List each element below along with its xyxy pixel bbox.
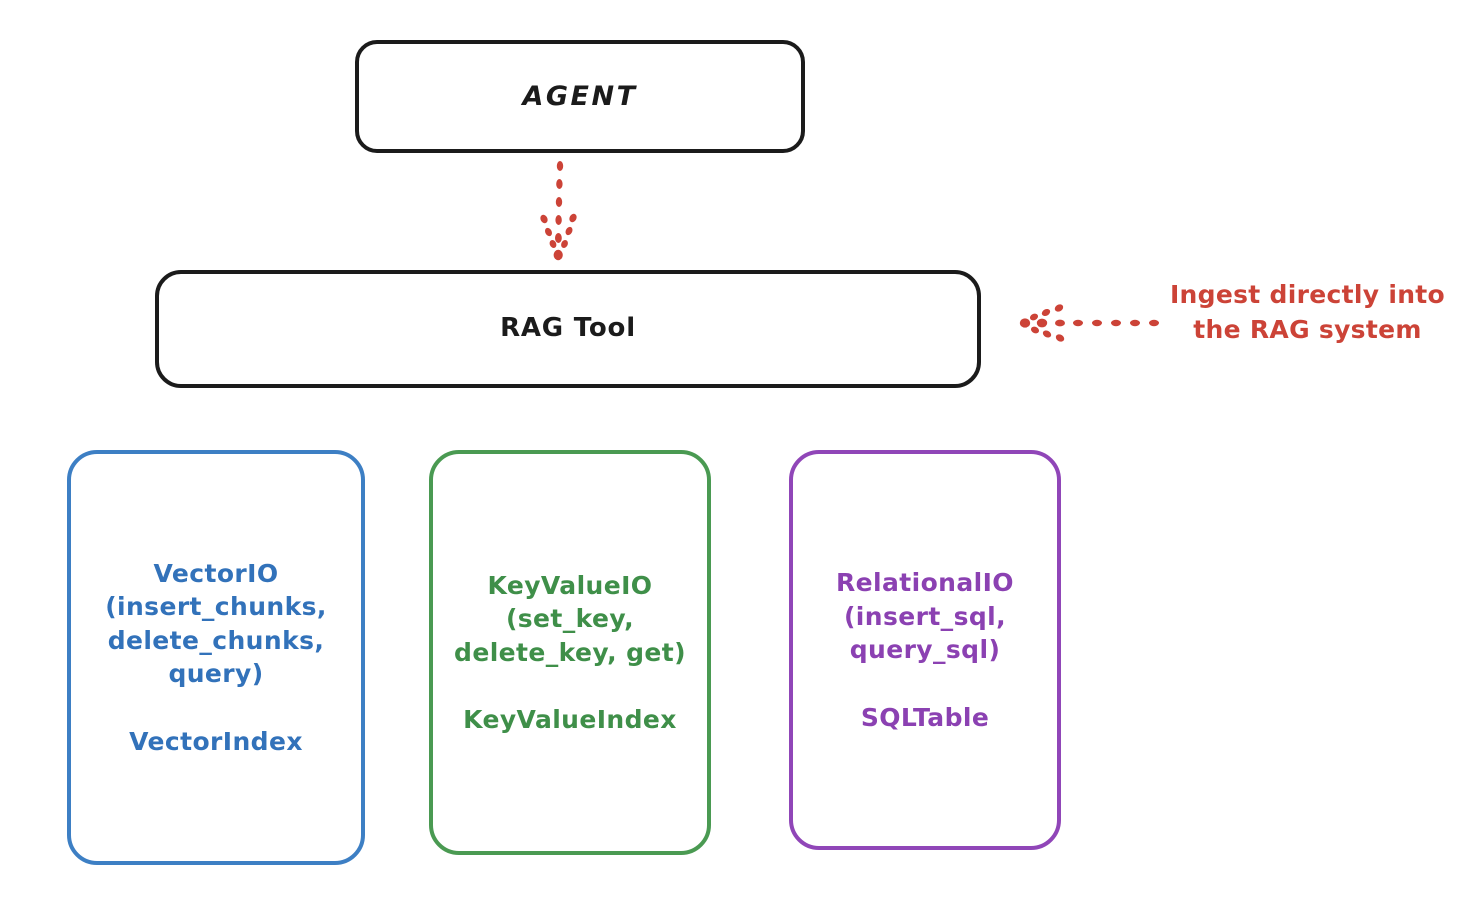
key-value-io-api-label: KeyValueIO (set_key, delete_key, get) bbox=[454, 570, 686, 667]
agent-to-rag-tool-arrow-icon bbox=[540, 161, 577, 261]
vector-io-node[interactable]: VectorIO (insert_chunks, delete_chunks, … bbox=[67, 450, 365, 865]
ingest-to-rag-tool-arrow-icon bbox=[1019, 304, 1159, 342]
agent-label: AGENT bbox=[522, 80, 638, 112]
relational-io-index-label: SQLTable bbox=[860, 702, 990, 732]
rag-tool-label: RAG Tool bbox=[500, 313, 636, 344]
key-value-io-node[interactable]: KeyValueIO (set_key, delete_key, get) Ke… bbox=[429, 450, 711, 855]
relational-io-api-label: RelationalIO (insert_sql, query_sql) bbox=[836, 568, 1014, 664]
relational-io-node[interactable]: RelationalIO (insert_sql, query_sql) SQL… bbox=[789, 450, 1061, 850]
ingest-annotation-text: Ingest directly into the RAG system bbox=[1169, 280, 1446, 344]
vector-io-api-label: VectorIO (insert_chunks, delete_chunks, … bbox=[105, 558, 327, 689]
agent-node[interactable]: AGENT bbox=[355, 40, 805, 153]
vector-io-index-label: VectorIndex bbox=[129, 726, 303, 756]
key-value-io-index-label: KeyValueIndex bbox=[463, 705, 677, 734]
rag-tool-node[interactable]: RAG Tool bbox=[155, 270, 981, 388]
